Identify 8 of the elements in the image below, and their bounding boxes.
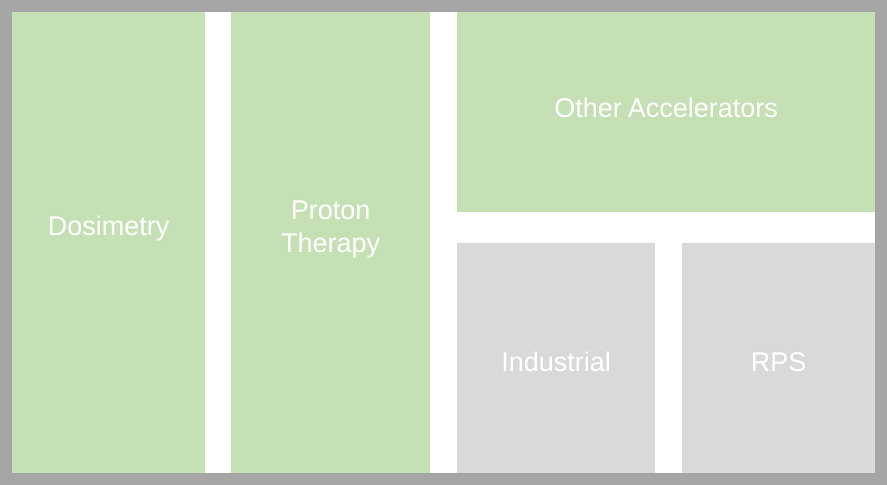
- block-label: Proton Therapy: [280, 194, 382, 259]
- category-block: [12, 12, 205, 473]
- category-block: [457, 243, 655, 473]
- block-label: Dosimetry: [48, 210, 170, 243]
- block-label: Other Accelerators: [554, 92, 778, 124]
- category-block: [682, 243, 875, 473]
- category-block: [231, 12, 430, 473]
- category-block: [457, 12, 875, 212]
